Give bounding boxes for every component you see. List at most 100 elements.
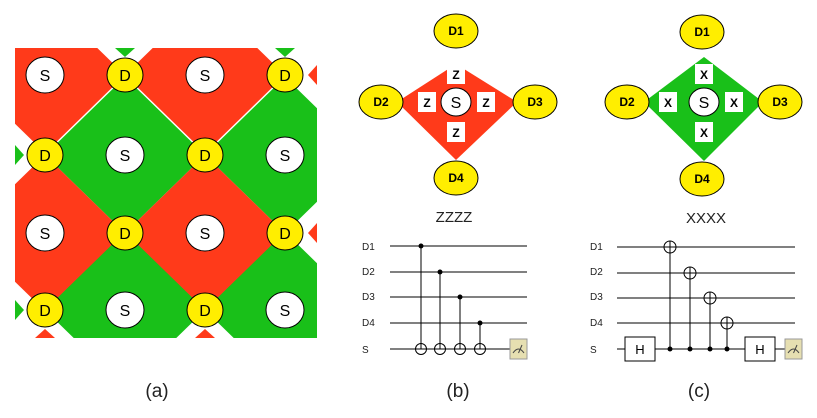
data-label: D (199, 303, 211, 320)
data-qubit-d1: D1 (679, 14, 725, 50)
z-circuit-title: ZZZZ (436, 209, 473, 226)
data-qubit: D (106, 215, 144, 251)
svg-text:Z: Z (452, 126, 459, 140)
wire-label-d4: D4 (590, 318, 603, 329)
data-qubit-d2: D2 (604, 84, 650, 120)
svg-text:D2: D2 (619, 95, 635, 109)
svg-text:Z: Z (423, 96, 430, 110)
x-measurement-circuit: D1 D2 D3 D4 S (590, 240, 803, 362)
svg-text:X: X (664, 96, 672, 110)
svg-text:S: S (451, 95, 462, 112)
data-qubit-d3: D3 (757, 84, 803, 120)
data-label: D (279, 68, 291, 85)
syndrome-label: S (120, 148, 131, 165)
wire-label-d3: D3 (590, 292, 603, 303)
svg-text:D3: D3 (772, 95, 788, 109)
data-qubit-d4: D4 (433, 160, 479, 196)
meter-icon (784, 338, 803, 360)
d4-label: D4 (448, 171, 464, 185)
svg-text:X: X (700, 68, 708, 82)
data-label: D (119, 68, 131, 85)
x-op-right: X (725, 92, 743, 112)
svg-text:H: H (635, 342, 644, 357)
wire-label-d2: D2 (590, 267, 603, 278)
d1-label: D1 (448, 24, 464, 38)
svg-text:D1: D1 (694, 25, 710, 39)
z-op-left: Z (418, 92, 436, 112)
edge-triangle (115, 48, 135, 57)
plaquette-red (15, 155, 125, 311)
data-qubit: D (106, 57, 144, 93)
edge-triangle (35, 329, 55, 338)
d3-label: D3 (527, 95, 543, 109)
x-circuit-title: XXXX (686, 210, 726, 227)
data-qubit: D (26, 137, 64, 173)
z-op-top: Z (447, 64, 465, 84)
wire-label-d1: D1 (362, 242, 375, 253)
data-qubit-d2: D2 (358, 84, 404, 120)
z-stabilizer-panel: D1 D2 D3 D4 Z Z Z Z (358, 13, 558, 360)
syndrome-qubit: S (265, 136, 305, 174)
panel-label-c: (c) (688, 381, 710, 402)
meter-icon (509, 338, 528, 360)
syndrome-qubit: S (105, 291, 145, 329)
edge-triangle (195, 329, 215, 338)
data-label: D (39, 303, 51, 320)
edge-triangle (308, 223, 317, 243)
svg-text:X: X (730, 96, 738, 110)
z-op-right: Z (477, 92, 495, 112)
svg-text:Z: Z (452, 68, 459, 82)
syndrome-label: S (280, 303, 291, 320)
plaquette-green (45, 232, 205, 338)
lattice-qubits: S S S S S S S S D D D D D D D D (25, 56, 305, 329)
syndrome-label: S (40, 226, 51, 243)
svg-text:S: S (699, 95, 710, 112)
data-qubit: D (26, 292, 64, 328)
data-qubit-d1: D1 (433, 13, 479, 49)
data-qubit: D (186, 137, 224, 173)
data-label: D (39, 148, 51, 165)
data-qubit-d3: D3 (512, 84, 558, 120)
syndrome-qubit: S (105, 136, 145, 174)
x-op-top: X (695, 64, 713, 84)
lattice-panel: S S S S S S S S D D D D D D D D (15, 48, 317, 338)
lattice-plaquettes (15, 48, 317, 338)
x-op-bottom: X (695, 122, 713, 142)
data-qubit-d4: D4 (679, 161, 725, 197)
hadamard-gate-1: H (624, 336, 656, 362)
plaquette-green (205, 77, 317, 233)
syndrome-qubit-s: S (688, 87, 720, 117)
d2-label: D2 (373, 95, 389, 109)
wire-label-s: S (590, 345, 597, 356)
wire-label-d2: D2 (362, 267, 375, 278)
x-stabilizer-panel: D1 D2 D3 D4 X X X X (590, 14, 803, 362)
syndrome-qubit: S (25, 56, 65, 94)
hadamard-gate-2: H (744, 336, 776, 362)
syndrome-label: S (200, 68, 211, 85)
svg-text:Z: Z (482, 96, 489, 110)
syndrome-label: S (200, 226, 211, 243)
wire-label-d4: D4 (362, 318, 375, 329)
syndrome-qubit: S (265, 291, 305, 329)
data-qubit: D (266, 57, 304, 93)
data-qubit: D (266, 215, 304, 251)
syndrome-label: S (280, 148, 291, 165)
data-qubit: D (186, 292, 224, 328)
wire-label-s: S (362, 345, 369, 356)
panel-label-a: (a) (145, 381, 168, 402)
svg-text:D4: D4 (694, 172, 710, 186)
syndrome-label: S (120, 303, 131, 320)
x-op-left: X (659, 92, 677, 112)
edge-triangle (308, 65, 317, 85)
wire-label-d1: D1 (590, 242, 603, 253)
edge-triangle (15, 145, 24, 165)
edge-triangle (275, 48, 295, 57)
z-op-bottom: Z (447, 122, 465, 142)
svg-text:X: X (700, 126, 708, 140)
syndrome-qubit-s: S (440, 87, 472, 117)
syndrome-qubit: S (185, 214, 225, 252)
plaquette-red (125, 48, 285, 153)
panel-label-b: (b) (446, 381, 469, 402)
